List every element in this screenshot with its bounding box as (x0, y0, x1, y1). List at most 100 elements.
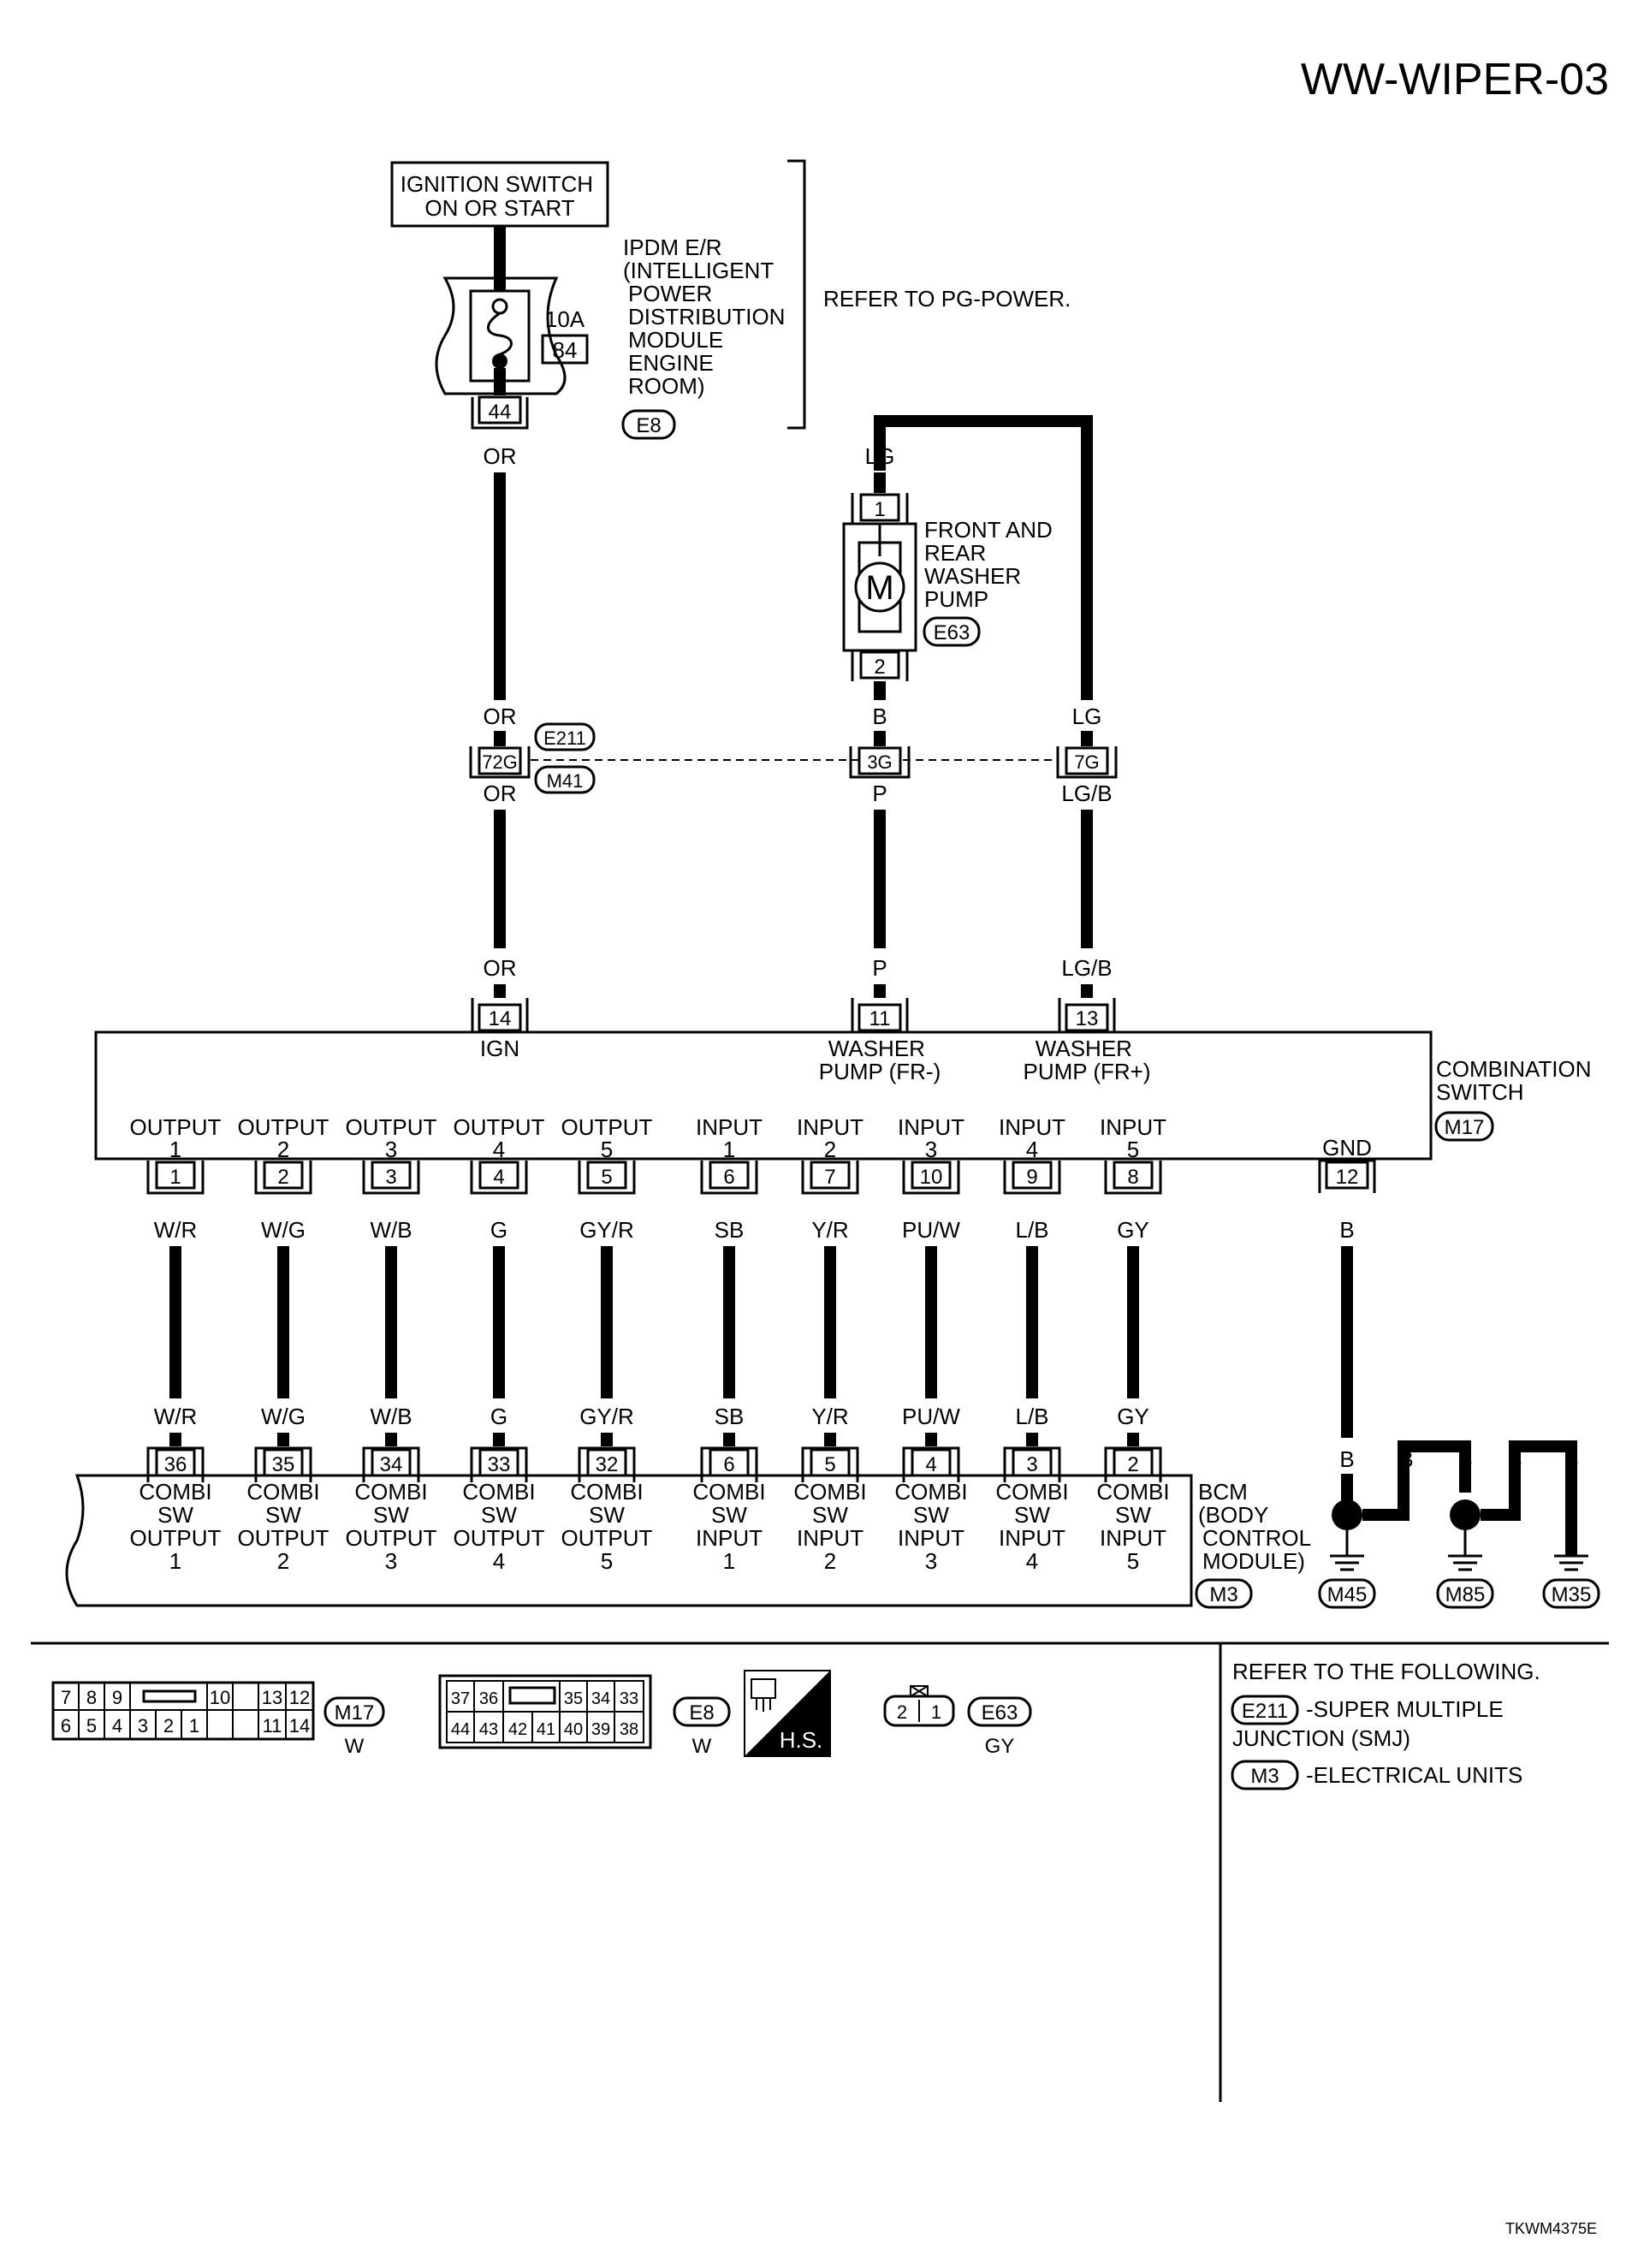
pin-bracket (1056, 746, 1118, 779)
pump-pin-top: 1 (851, 493, 909, 525)
bcm-signal-label-line: 3 (385, 1548, 397, 1574)
wire-lg-loop (874, 415, 1093, 700)
bcm-signal-pin: 6 (700, 1446, 758, 1482)
bcm-signal-label-line: 5 (601, 1548, 613, 1574)
pin-number: 14 (489, 1007, 512, 1030)
joint-pin-or: 72G (469, 746, 531, 779)
cs-label-line: SWITCH (1436, 1079, 1524, 1105)
joint-connector-bottom-id: M41 (547, 770, 584, 792)
pin-box (155, 1161, 196, 1190)
pin-number: 41 (537, 1720, 555, 1739)
e8-id-badge (673, 1696, 731, 1727)
pin-number: 4 (925, 1453, 936, 1476)
cs-signal-label-line: 5 (1127, 1137, 1139, 1162)
reference-text-line: JUNCTION (SMJ) (1232, 1725, 1410, 1751)
pin-number: 6 (61, 1715, 71, 1737)
wire-color-or-below-joint: OR (484, 781, 517, 806)
pin-number: 3G (867, 751, 892, 773)
ipdm-label-line: IPDM E/R (623, 235, 722, 260)
connector-outline (438, 1674, 652, 1749)
pin-number: 37 (451, 1689, 470, 1708)
ground-wire-color-3: B (1457, 1446, 1472, 1472)
e8-connector-face: 37 36 35 34 33 44 43 42 41 40 39 38 (438, 1674, 652, 1749)
pin-box (810, 1448, 851, 1477)
wire-color-lg-top: LG (865, 443, 895, 469)
ipdm-label-line: DISTRIBUTION (628, 304, 785, 330)
pump-label-line: PUMP (924, 586, 988, 612)
signal-wire-color-top: PU/W (902, 1217, 960, 1243)
reference-id-e211: E211 (1242, 1700, 1288, 1723)
bcm-label-line: BCM (1198, 1479, 1248, 1505)
pin-number: 6 (723, 1453, 734, 1476)
signal-wire-color-bottom: Y/R (811, 1404, 848, 1429)
ground-connector-badge-1 (1318, 1578, 1376, 1609)
cs-signal-label-line: INPUT (999, 1114, 1065, 1140)
bcm-signal-pin: 3 (1003, 1446, 1061, 1482)
ground-junction-2 (1450, 1499, 1481, 1530)
bcm-signal-label-line: COMBI (570, 1479, 643, 1505)
bcm-label: BCM (BODY CONTROL MODULE) (1198, 1479, 1316, 1574)
bcm-signal-label-line: 4 (1026, 1548, 1038, 1574)
pin-number: 43 (479, 1720, 498, 1739)
e63-color: GY (985, 1735, 1015, 1758)
pin-box (478, 746, 522, 775)
pin-box (859, 650, 900, 680)
pin-number: 2 (1127, 1453, 1138, 1476)
bcm-signal-label-line: OUTPUT (346, 1525, 437, 1551)
pin-bracket (851, 649, 909, 681)
pin-box (1113, 1161, 1154, 1190)
cs-terminal-name-line: IGN (480, 1036, 519, 1061)
bcm-signal-label-line: COMBI (354, 1479, 427, 1505)
wire-color-b-pump: B (872, 704, 887, 729)
pin-box (1065, 1003, 1109, 1032)
bcm-signal-label-line: COMBI (995, 1479, 1068, 1505)
pin-number: 44 (489, 401, 512, 424)
signal-wire-color-top: W/G (261, 1217, 306, 1243)
cs-signal-pin: 10 (902, 1161, 960, 1195)
signal-wire-color-bottom: W/G (261, 1404, 306, 1429)
bcm-signal-label-line: COMBI (246, 1479, 319, 1505)
bcm-signal-label-line: SW (157, 1502, 193, 1528)
signal-wire-color-bottom: GY (1117, 1404, 1149, 1429)
wire-gnd-link-2 (1481, 1440, 1577, 1556)
signal-wire-color-top: GY/R (579, 1217, 634, 1243)
pin-box (155, 1448, 196, 1477)
pin-box (859, 493, 900, 522)
pin-box (478, 1003, 522, 1032)
pin-number: 35 (272, 1453, 295, 1476)
pin-box (263, 1448, 304, 1477)
pin-bracket (1003, 1161, 1061, 1195)
cs-signal-label-line: OUTPUT (346, 1114, 437, 1140)
joint-pin-p: 3G (849, 746, 911, 779)
reference-text-line: -SUPER MULTIPLE (1306, 1696, 1504, 1722)
bcm-signal-label-line: COMBI (894, 1479, 967, 1505)
signal-wire-color-bottom: L/B (1015, 1404, 1048, 1429)
pin-box (858, 1003, 902, 1032)
pin-number: 34 (591, 1689, 610, 1708)
cs-signal-label-line: 4 (493, 1137, 505, 1162)
refer-note: REFER TO PG-POWER. (823, 286, 1071, 312)
fuse-terminal-top (491, 298, 508, 315)
combination-switch-box (94, 1030, 1433, 1161)
ground-junction-1 (1332, 1499, 1362, 1530)
ignition-label-line: IGNITION SWITCH (401, 171, 593, 197)
bcm-signal-label-line: INPUT (1100, 1525, 1166, 1551)
cs-signal-label-line: OUTPUT (130, 1114, 222, 1140)
ipdm-connector-badge (621, 409, 676, 440)
pin-number: 1 (874, 498, 885, 521)
bcm-connector-badge (1195, 1578, 1253, 1609)
ipdm-label: IPDM E/R (INTELLIGENT POWER DISTRIBUTION… (623, 235, 792, 399)
fuse-number-box (541, 334, 589, 365)
cs-signal-pin: 6 (700, 1161, 758, 1195)
m17-color: W (345, 1735, 365, 1758)
pin-number: 35 (564, 1689, 583, 1708)
